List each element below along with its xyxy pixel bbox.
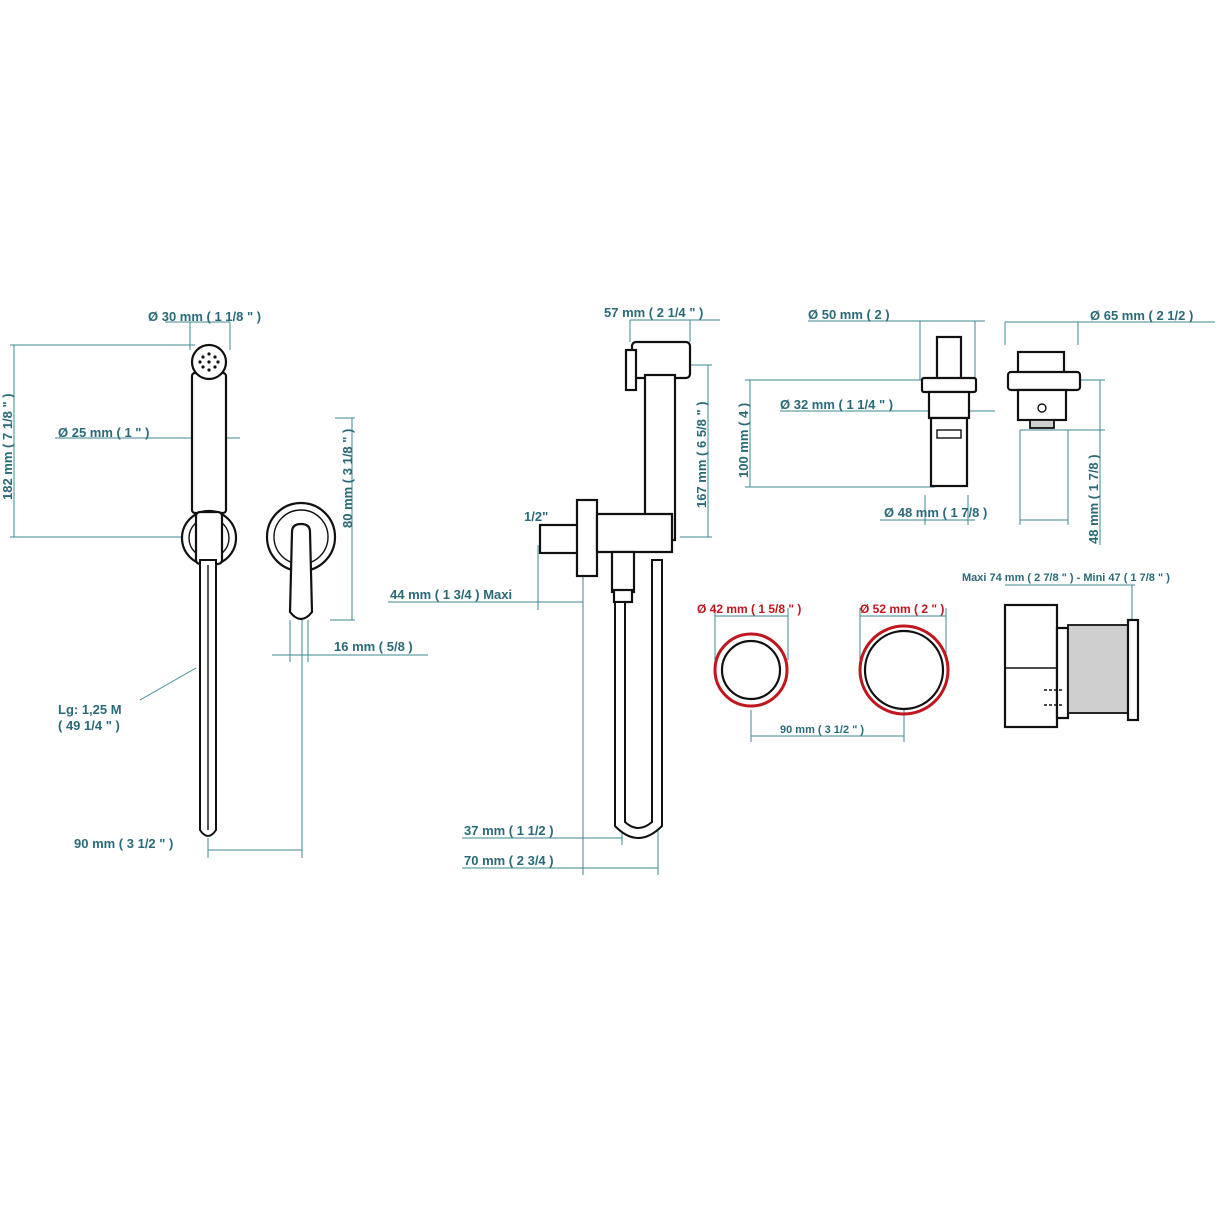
dim-head-diameter: Ø 30 mm ( 1 1/8 " ) (148, 309, 261, 324)
view-hand-shower: Ø 30 mm ( 1 1/8 " ) Ø 25 mm ( 1 " ) 182 … (0, 309, 303, 858)
dim-offset-37: 37 mm ( 1 1/2 ) (464, 823, 554, 838)
dim-ring-large: Ø 52 mm ( 2 " ) (860, 602, 944, 616)
dim-body-top: Ø 65 mm ( 2 1/2 ) (1090, 308, 1193, 323)
dim-cartridge-bottom: Ø 48 mm ( 1 7/8 ) (884, 505, 987, 520)
dim-ring-spacing: 90 mm ( 3 1/2 " ) (780, 724, 864, 736)
view-rosettes: Ø 42 mm ( 1 5/8 " ) Ø 52 mm ( 2 " ) 90 m… (697, 602, 950, 742)
dim-hose-length: Lg: 1,25 M (58, 702, 122, 717)
dim-body-height: 48 mm ( 1 7/8 ) (1086, 454, 1101, 544)
view-built-in: Maxi 74 mm ( 2 7/8 " ) - Mini 47 ( 1 7/8… (962, 572, 1170, 729)
dim-lever-height: 80 mm ( 3 1/8 " ) (340, 429, 355, 528)
dim-thread: 1/2" (524, 509, 548, 524)
dim-side-height: 167 mm ( 6 5/8 " ) (694, 401, 709, 508)
spray-holes (198, 352, 220, 372)
dim-body-diameter: Ø 25 mm ( 1 " ) (58, 425, 149, 440)
dim-ring-small: Ø 42 mm ( 1 5/8 " ) (697, 602, 801, 616)
dim-cartridge-top: Ø 50 mm ( 2 ) (808, 307, 890, 322)
view-cartridge: Ø 50 mm ( 2 ) Ø 32 mm ( 1 1/4 " ) 100 mm… (736, 307, 995, 525)
dim-total-height: 182 mm ( 7 1/8 " ) (0, 393, 15, 500)
dim-depth-maxi: 44 mm ( 1 3/4 ) Maxi (390, 587, 512, 602)
view-mixer-lever: 80 mm ( 3 1/8 " ) 16 mm ( 5/8 ) (265, 417, 428, 662)
dim-top-width: 57 mm ( 2 1/4 " ) (604, 305, 703, 320)
view-body: Ø 65 mm ( 2 1/2 ) 48 mm ( 1 7/8 ) (1004, 308, 1215, 545)
dim-lever-depth: 16 mm ( 5/8 ) (334, 639, 413, 654)
dim-offset-70: 70 mm ( 2 3/4 ) (464, 853, 554, 868)
dim-cartridge-mid: Ø 32 mm ( 1 1/4 " ) (780, 397, 893, 412)
dim-cartridge-height: 100 mm ( 4 ) (736, 403, 751, 478)
dim-bottom-spacing: 90 mm ( 3 1/2 " ) (74, 836, 173, 851)
dim-hose-length-inch: ( 49 1/4 " ) (58, 718, 120, 733)
dim-maxi-mini: Maxi 74 mm ( 2 7/8 " ) - Mini 47 ( 1 7/8… (962, 572, 1170, 584)
view-side: 57 mm ( 2 1/4 " ) 167 mm ( 6 5/8 " ) 1/2… (388, 305, 720, 875)
